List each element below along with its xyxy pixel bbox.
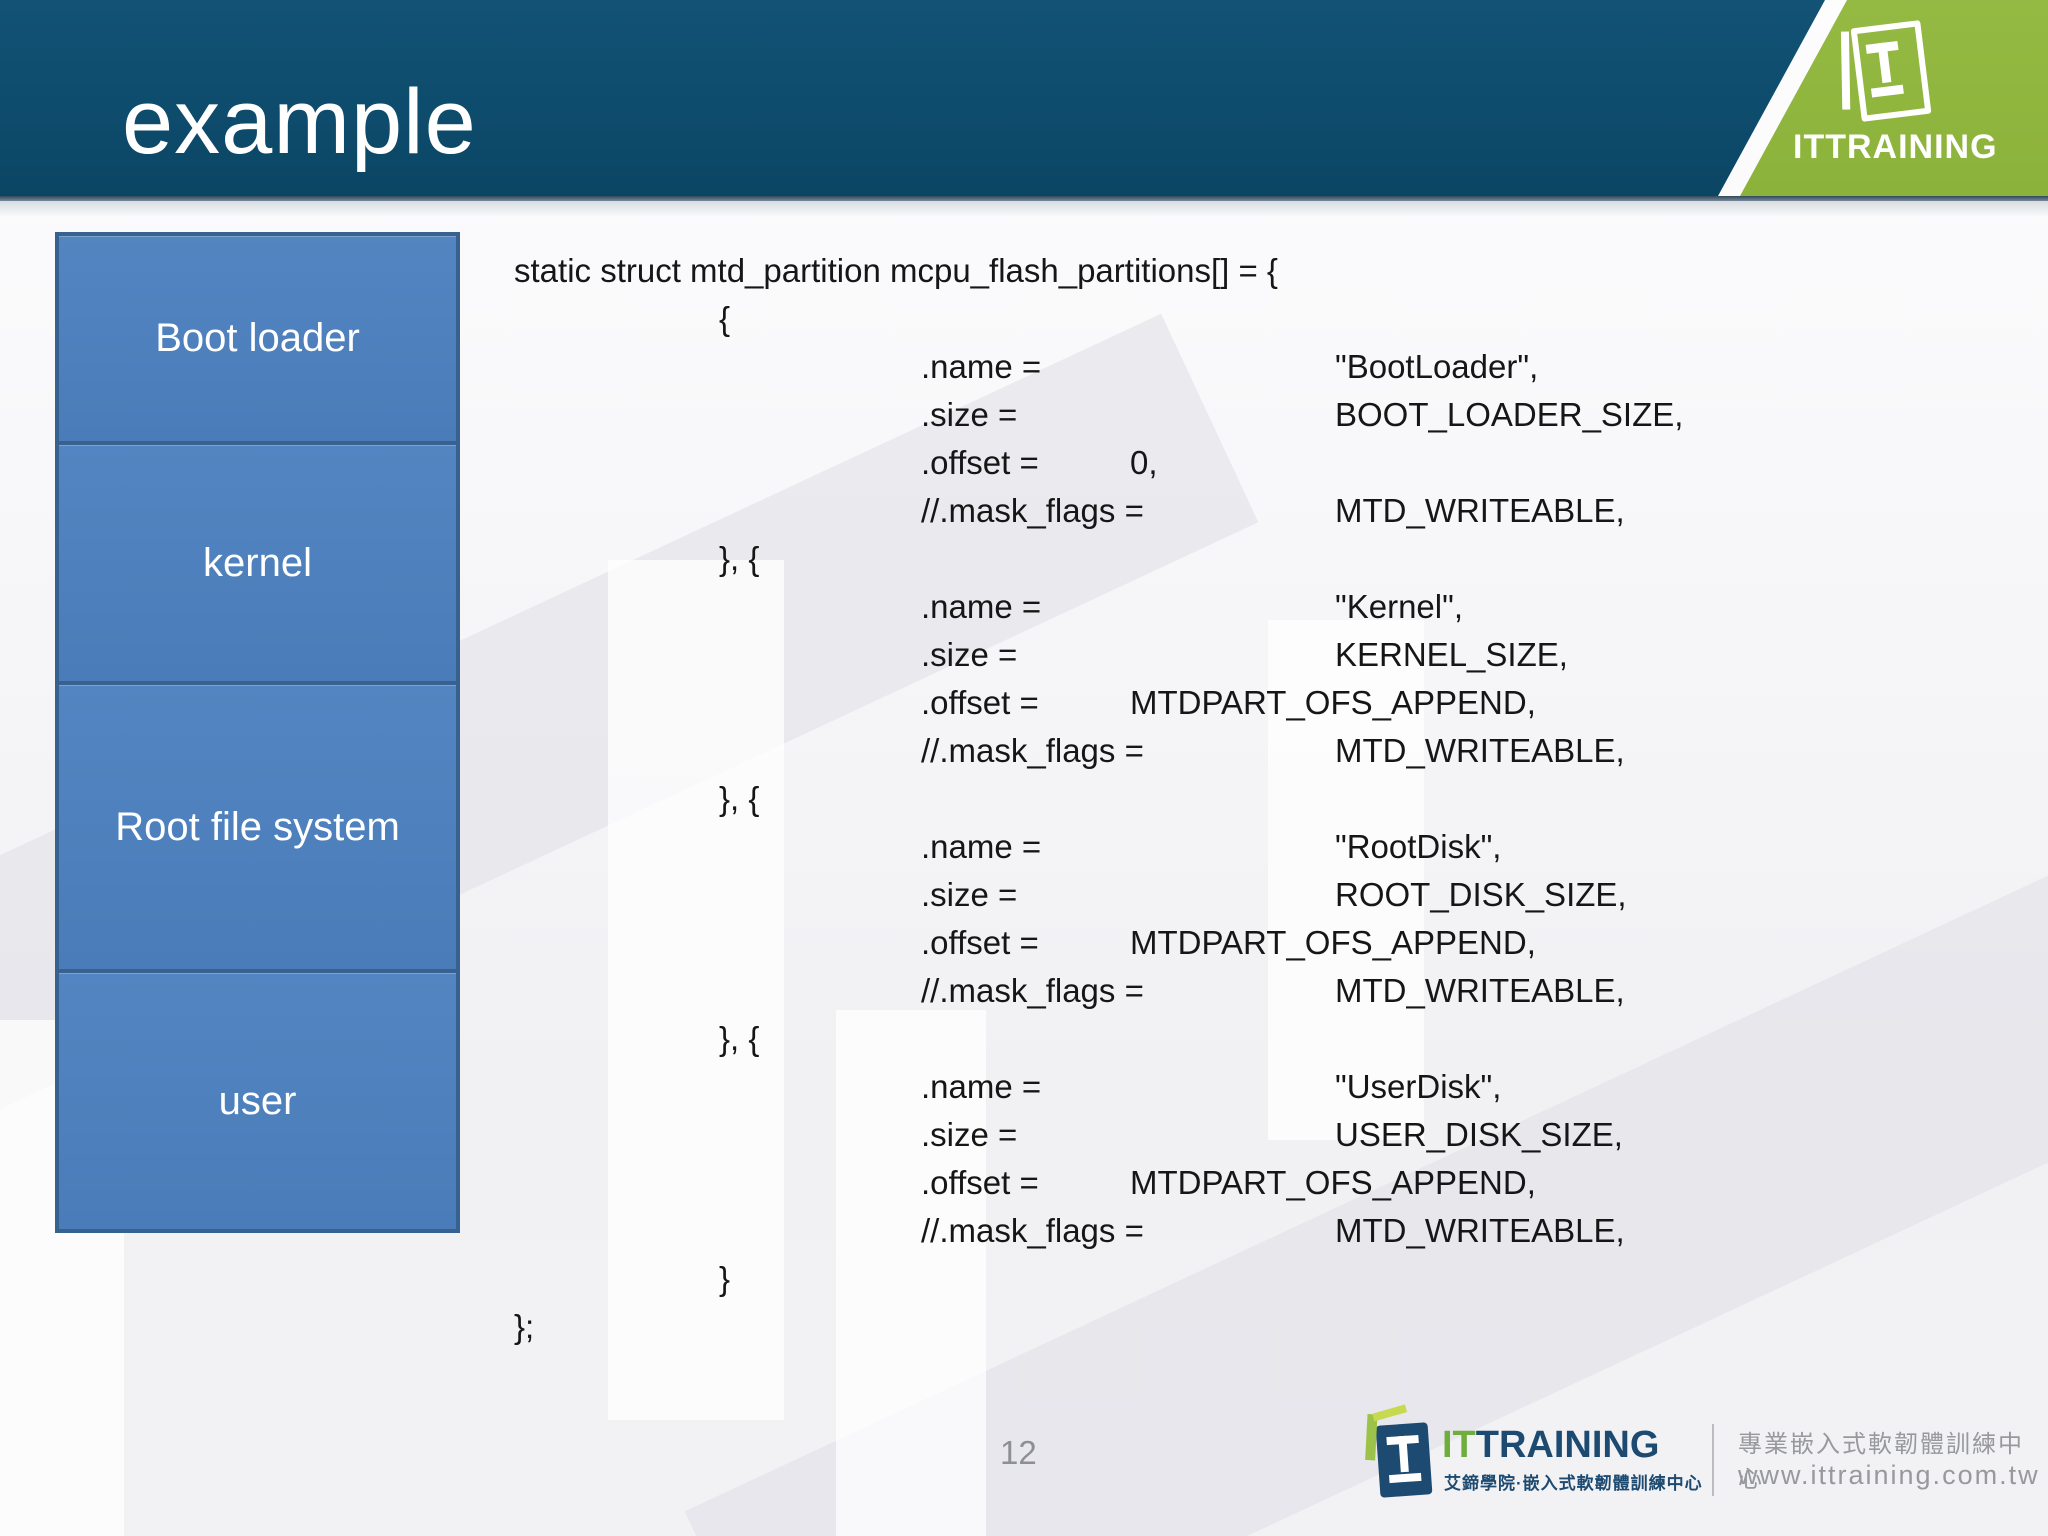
ittraining-logo-text: ITTRAINING (1793, 128, 1998, 166)
watermark-shape (836, 1010, 986, 1536)
ittraining-logo-icon (1840, 20, 1932, 122)
partition-box-user: user (55, 969, 460, 1233)
ittraining-footer-logo-icon (1365, 1404, 1433, 1498)
header-divider-shadow (0, 201, 2048, 217)
page-number: 12 (1000, 1434, 1037, 1471)
header-banner: example ITTRAINING (0, 0, 2048, 196)
partition-box-rootfs: Root file system (55, 681, 460, 973)
code-line: } (719, 1260, 731, 1297)
watermark-shape (1268, 620, 1424, 1140)
partition-label: Boot loader (155, 316, 360, 360)
partition-box-bootloader: Boot loader (55, 232, 460, 445)
code-line: }; (514, 1308, 535, 1345)
watermark-shape (608, 560, 784, 1420)
footer-website: www.ittraining.com.tw (1738, 1460, 2040, 1490)
partition-label: user (218, 1078, 297, 1123)
page-title: example (122, 71, 477, 173)
footer-brand-subtitle: 艾鍗學院·嵌入式軟韌體訓練中心 (1444, 1474, 1703, 1493)
footer-divider (1712, 1424, 1714, 1496)
header-teal-band (0, 0, 1825, 196)
footer-brand-it: IT (1442, 1424, 1476, 1466)
footer-tagline: 專業嵌入式軟韌體訓練中心 (1738, 1431, 2024, 1493)
footer-brand-training: TRAINING (1475, 1424, 1660, 1466)
header-divider (0, 196, 2048, 201)
flash-partition-diagram: Boot loader kernel Root file system user (55, 232, 460, 1233)
partition-label: kernel (203, 540, 312, 585)
ittraining-footer-logo-text: ITTRAINING (1442, 1424, 1659, 1467)
partition-box-kernel: kernel (55, 441, 460, 685)
partition-label: Root file system (115, 804, 400, 849)
